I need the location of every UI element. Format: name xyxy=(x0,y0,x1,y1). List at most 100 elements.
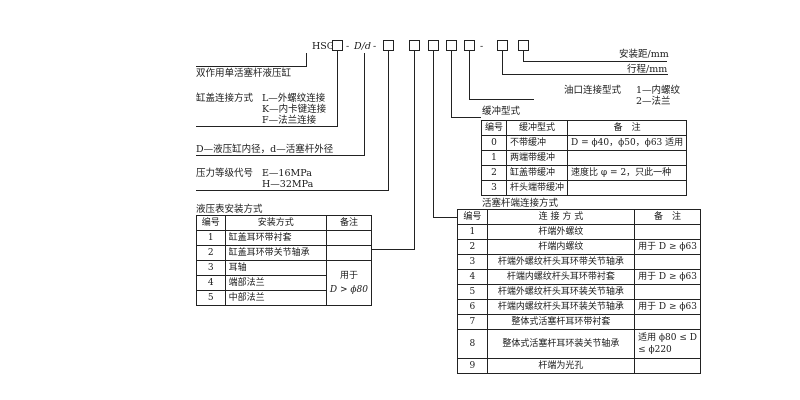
code-box-distance xyxy=(518,40,529,51)
mount-method: 端部法兰 xyxy=(224,275,327,291)
port-type-title: 油口连接型式 xyxy=(564,85,622,96)
rod-col-no: 编号 xyxy=(457,209,488,225)
rod-method: 整体式活塞杆耳环装关节轴承 xyxy=(486,329,636,359)
port-type-2: 2—法兰 xyxy=(636,96,671,107)
mount-method: 缸盖耳环带衬套 xyxy=(224,230,327,246)
mount-no: 1 xyxy=(196,230,226,246)
rod-no: 5 xyxy=(457,284,488,300)
table-row: 8 整体式活塞杆耳环装关节轴承 适用 ϕ80 ≤ D ≤ ϕ220 xyxy=(457,329,701,359)
rod-table: 编号 连 接 方 式 备 注 1 杆端外螺纹 2 杆端内螺纹 用于 D ≥ ϕ6… xyxy=(457,209,701,374)
rod-note: 用于 D ≥ ϕ63 xyxy=(634,239,701,255)
code-box-buffer xyxy=(446,40,457,51)
install-distance-label: 安装距/mm xyxy=(619,49,669,60)
stroke-label: 行程/mm xyxy=(627,64,668,75)
table-row: 3 耳轴 用于 D > ϕ80 xyxy=(196,260,373,306)
buffer-type: 不带缓冲 xyxy=(506,135,569,151)
table-row: 3 杆端外螺纹杆头耳环带关节轴承 xyxy=(457,254,701,270)
rod-method: 杆端内螺纹杆头耳环带衬套 xyxy=(486,269,636,285)
rod-note xyxy=(634,314,701,330)
rod-note: 用于 D ≥ ϕ63 xyxy=(634,299,701,315)
mount-no: 4 xyxy=(196,275,226,291)
pressure-h: H—32MPa xyxy=(262,179,314,190)
rod-no: 7 xyxy=(457,314,488,330)
rod-col-note: 备 注 xyxy=(634,209,701,225)
code-sep: - xyxy=(346,41,350,52)
rod-no: 9 xyxy=(457,358,488,374)
mount-no: 2 xyxy=(196,245,226,261)
buffer-no: 0 xyxy=(480,135,508,151)
code-bore-rod: D/d xyxy=(354,41,371,52)
model-prefix: HSG xyxy=(312,41,335,52)
mount-table-title: 液压表安装方式 xyxy=(196,204,263,215)
table-row: 0 不带缓冲 D = ϕ40，ϕ50，ϕ63 适用 xyxy=(480,135,688,151)
table-row: 5 杆端外螺纹杆头耳环装关节轴承 xyxy=(457,284,701,300)
mount-note-line2: D > ϕ80 xyxy=(329,285,368,295)
buffer-note xyxy=(567,150,688,166)
code-sep: - xyxy=(480,41,484,52)
table-row: 1 两端带缓冲 xyxy=(480,150,688,166)
cap-connection-k: K—内卡键连接 xyxy=(262,104,327,115)
mount-method: 缸盖耳环带关节轴承 xyxy=(224,245,327,261)
table-row: 4 端部法兰 xyxy=(196,275,372,291)
buffer-no: 3 xyxy=(480,180,508,196)
pressure-e: E—16MPa xyxy=(262,168,312,179)
rod-method: 整体式活塞杆耳环带衬套 xyxy=(486,314,636,330)
buffer-note: D = ϕ40，ϕ50，ϕ63 适用 xyxy=(567,135,688,151)
rod-method: 杆端外螺纹 xyxy=(486,224,636,240)
buffer-type: 两端带缓冲 xyxy=(506,150,569,166)
mount-no: 3 xyxy=(196,260,226,276)
rod-no: 2 xyxy=(457,239,488,255)
mount-table: 编号 安装方式 备注 1 缸盖耳环带衬套 2 缸盖耳环带关节轴承 3 耳轴 用于… xyxy=(196,215,373,306)
mount-method: 中部法兰 xyxy=(224,290,327,306)
rod-method: 杆端内螺纹 xyxy=(486,239,636,255)
buffer-no: 1 xyxy=(480,150,508,166)
buffer-type: 缸盖带缓冲 xyxy=(506,165,569,181)
mount-col-method: 安装方式 xyxy=(224,215,327,231)
rod-note xyxy=(634,224,701,240)
rod-no: 4 xyxy=(457,269,488,285)
mount-method: 耳轴 xyxy=(224,260,327,276)
pressure-title: 压力等级代号 xyxy=(196,168,254,179)
rod-note xyxy=(634,358,701,374)
code-box-pressure xyxy=(383,40,394,51)
code-sep: - xyxy=(373,41,377,52)
mount-note-empty xyxy=(325,230,373,246)
rod-no: 1 xyxy=(457,224,488,240)
buffer-col-type: 缓冲型式 xyxy=(506,120,569,136)
cap-connection-f: F—法兰连接 xyxy=(262,115,317,126)
cap-connection-title: 缸盖连接方式 xyxy=(196,93,254,104)
rod-method: 杆端为光孔 xyxy=(486,358,636,374)
table-row: 4 杆端内螺纹杆头耳环带衬套 用于 D ≥ ϕ63 xyxy=(457,269,701,285)
mount-note-line1: 用于 xyxy=(339,271,358,281)
rod-table-title: 活塞杆端连接方式 xyxy=(482,198,559,209)
buffer-type: 杆头端带缓冲 xyxy=(506,180,569,196)
buffer-note xyxy=(567,180,688,196)
rod-note xyxy=(634,254,701,270)
buffer-table: 编号 缓冲型式 备 注 0 不带缓冲 D = ϕ40，ϕ50，ϕ63 适用 1 … xyxy=(480,120,688,196)
table-row: 1 缸盖耳环带衬套 xyxy=(196,230,373,246)
mount-no: 5 xyxy=(196,290,226,306)
table-row: 7 整体式活塞杆耳环带衬套 xyxy=(457,314,701,330)
buffer-col-no: 编号 xyxy=(480,120,508,136)
rod-col-method: 连 接 方 式 xyxy=(486,209,636,225)
table-row: 5 中部法兰 xyxy=(196,290,372,306)
rod-no: 6 xyxy=(457,299,488,315)
port-type-1: 1—内螺纹 xyxy=(636,85,681,96)
code-box-stroke xyxy=(497,40,508,51)
buffer-table-title: 缓冲型式 xyxy=(482,106,521,117)
rod-method: 杆端内螺纹杆头耳环装关节轴承 xyxy=(486,299,636,315)
rod-note: 用于 D ≥ ϕ63 xyxy=(634,269,701,285)
rod-method: 杆端外螺纹杆头耳环带关节轴承 xyxy=(486,254,636,270)
code-box-cap xyxy=(332,40,343,51)
cap-connection-l: L—外螺纹连接 xyxy=(262,93,326,104)
table-row: 2 缸盖耳环带关节轴承 xyxy=(196,245,373,261)
rod-no: 3 xyxy=(457,254,488,270)
buffer-no: 2 xyxy=(480,165,508,181)
table-row: 9 杆端为光孔 xyxy=(457,358,701,374)
table-row: 6 杆端内螺纹杆头耳环装关节轴承 用于 D ≥ ϕ63 xyxy=(457,299,701,315)
code-box-port xyxy=(464,40,475,51)
bore-rod-label: D—液压缸内径，d—活塞杆外径 xyxy=(196,144,334,155)
code-box-rod xyxy=(428,40,439,51)
table-row: 1 杆端外螺纹 xyxy=(457,224,701,240)
buffer-col-note: 备 注 xyxy=(567,120,688,136)
